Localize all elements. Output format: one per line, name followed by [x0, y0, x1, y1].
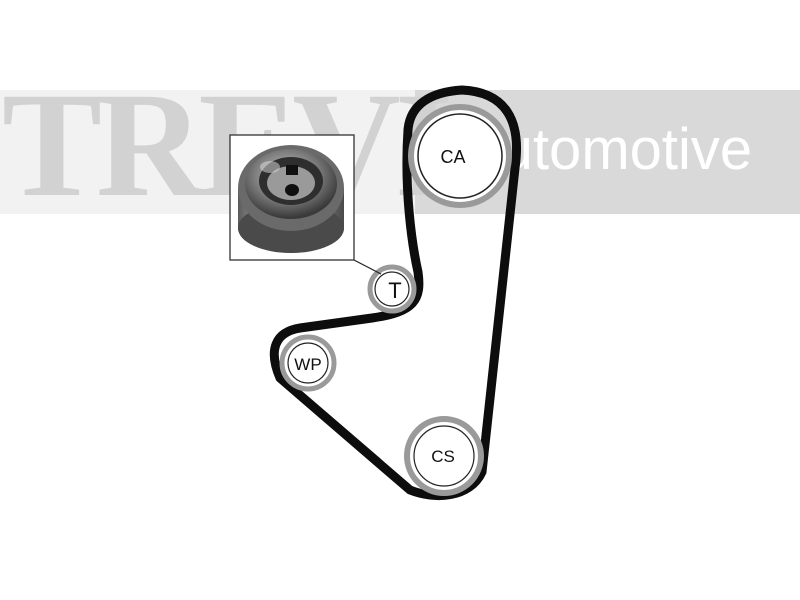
- crankshaft-label: CS: [431, 447, 455, 466]
- tensioner-roller-image: [238, 145, 344, 253]
- inset-leader-line: [353, 259, 382, 275]
- tensioner-label: T: [388, 278, 401, 303]
- timing-belt: [269, 85, 521, 500]
- crankshaft-pulley: CS: [404, 416, 484, 496]
- water-pump-label: WP: [294, 355, 321, 374]
- camshaft-pulley: CA: [408, 104, 512, 208]
- camshaft-label: CA: [440, 147, 465, 167]
- tensioner-pulley: T: [367, 264, 417, 314]
- watermark-logo: TREVI: [2, 62, 453, 228]
- water-pump-pulley: WP: [279, 334, 337, 392]
- tensioner-roller-inset: [229, 134, 355, 261]
